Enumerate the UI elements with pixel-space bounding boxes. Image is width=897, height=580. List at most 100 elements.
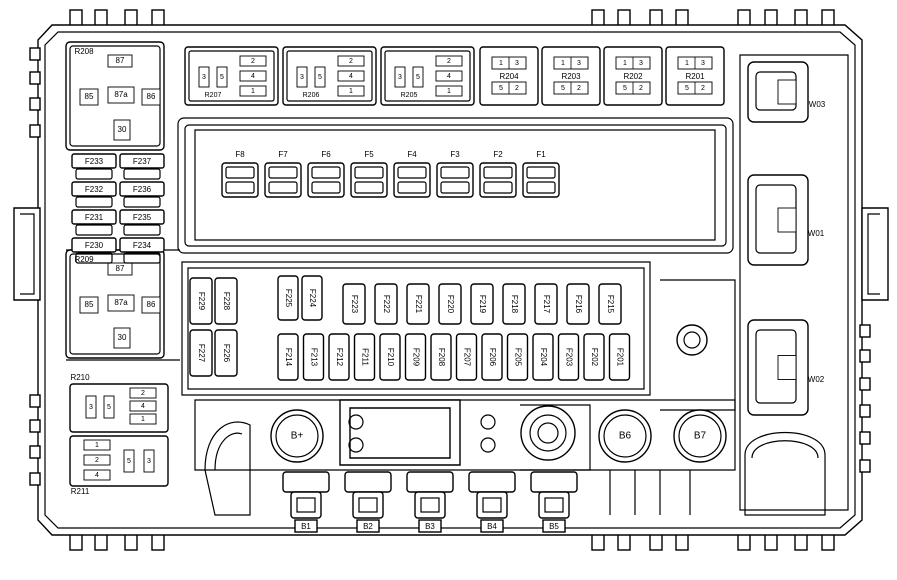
relay-label: R202 [623, 72, 643, 81]
relay-pin-label: 2 [447, 58, 451, 65]
fuse-label: F1 [536, 150, 546, 159]
relay-pin-label: 2 [251, 58, 255, 65]
relay-pin-label: 5 [623, 85, 627, 92]
relay-pin-label: 1 [499, 60, 503, 67]
terminal-label: B2 [363, 522, 373, 531]
relay-pin-label: 87a [114, 298, 128, 307]
terminal-label: B5 [549, 522, 559, 531]
terminal-label: B3 [425, 522, 435, 531]
fuse-f4: F4 [393, 150, 431, 198]
fuse-f6: F6 [307, 150, 345, 198]
connector-label: W02 [808, 375, 825, 384]
relay-pin-label: 86 [147, 300, 156, 309]
fuse-label: F7 [278, 150, 288, 159]
fuse-label: F204 [539, 348, 548, 367]
fuse-f214: F214 [277, 333, 299, 381]
relay-pin-label: 1 [349, 88, 353, 95]
fuse-f226: F226 [214, 329, 238, 377]
fuse-label: F213 [309, 348, 318, 367]
relay-pin-label: 2 [141, 390, 145, 397]
relay-label: R206 [303, 92, 320, 99]
fuse-label: F222 [382, 295, 391, 314]
fuse-f207: F207 [455, 333, 478, 381]
relay-pin-label: 1 [95, 442, 99, 449]
relay-pin-label: 3 [639, 60, 643, 67]
relay-pin-label: 5 [561, 85, 565, 92]
relay-pin-label: 2 [95, 457, 99, 464]
fuse-label: F232 [85, 185, 104, 194]
fuse-label: F8 [235, 150, 245, 159]
fuse-f217: F217 [534, 283, 558, 325]
stud-b7: B7 [673, 409, 727, 463]
fuse-f227: F227 [189, 329, 213, 377]
fuse-f221: F221 [406, 283, 430, 325]
relay-pin-label: 3 [202, 74, 206, 81]
relay-pin-label: 1 [561, 60, 565, 67]
relay-pin-label: 85 [85, 300, 94, 309]
fuse-label: F223 [350, 295, 359, 314]
fuse-label: F227 [197, 344, 206, 363]
relay-pin-label: 30 [118, 333, 127, 342]
relay-pin-label: 1 [623, 60, 627, 67]
fuse-label: F6 [321, 150, 331, 159]
fuse-label: F233 [85, 157, 104, 166]
relay-label: R205 [401, 92, 418, 99]
fuse-f201: F201 [608, 333, 631, 381]
relay-pin-label: 87 [116, 56, 125, 65]
relay-label: R204 [499, 72, 519, 81]
fuse-f206: F206 [481, 333, 503, 381]
fuse-f231: F231 [71, 209, 117, 236]
relay-pin-label: 85 [85, 92, 94, 101]
relay-pin-label: 5 [107, 404, 111, 411]
fuse-label: F221 [414, 295, 423, 314]
connector-w01: W01 [747, 174, 825, 266]
relay-pin-label: 30 [118, 125, 127, 134]
terminal-b2: B2 [344, 471, 392, 533]
relay-pin-label: 87 [116, 264, 125, 273]
fuse-f232: F232 [71, 181, 117, 208]
relay-label: R208 [74, 47, 94, 56]
relay-pin-label: 86 [147, 92, 156, 101]
fuse-label: F208 [437, 348, 446, 367]
relay-pin-label: 4 [447, 73, 451, 80]
fuse-f235: F235 [119, 209, 165, 236]
stud-bplus: B+ [270, 409, 324, 463]
fuse-label: F219 [478, 295, 487, 314]
fuse-label: F210 [386, 348, 395, 367]
fuse-label: F228 [222, 292, 231, 311]
relay-pin-label: 3 [515, 60, 519, 67]
fuse-label: F2 [493, 150, 503, 159]
fuse-f211: F211 [353, 333, 376, 381]
relay-label: R210 [70, 373, 90, 382]
fuse-label: F209 [411, 348, 420, 367]
fuse-label: F225 [284, 289, 293, 308]
relay-pin-label: 3 [89, 404, 93, 411]
terminal-label: B4 [487, 522, 497, 531]
terminal-label: B1 [301, 522, 311, 531]
connector-w03: W03 [747, 61, 826, 123]
fuse-label: F201 [615, 348, 624, 367]
fuse-f205: F205 [506, 333, 529, 381]
relay-pin-label: 5 [318, 74, 322, 81]
fuse-f8: F8 [221, 150, 259, 198]
stud-b6: B6 [598, 409, 652, 463]
fuse-f230: F230 [71, 237, 117, 264]
connector-w02: W02 [747, 319, 825, 416]
stud-label: B+ [291, 431, 304, 442]
fuse-f209: F209 [404, 333, 427, 381]
relay-pin-label: 2 [349, 58, 353, 65]
relay-pin-label: 1 [447, 88, 451, 95]
relay-pin-label: 3 [147, 458, 151, 465]
fuse-label: F220 [446, 295, 455, 314]
fuse-f228: F228 [214, 277, 238, 325]
fuse-label: F234 [133, 241, 152, 250]
relay-pin-label: 5 [416, 74, 420, 81]
relay-pin-label: 2 [639, 85, 643, 92]
